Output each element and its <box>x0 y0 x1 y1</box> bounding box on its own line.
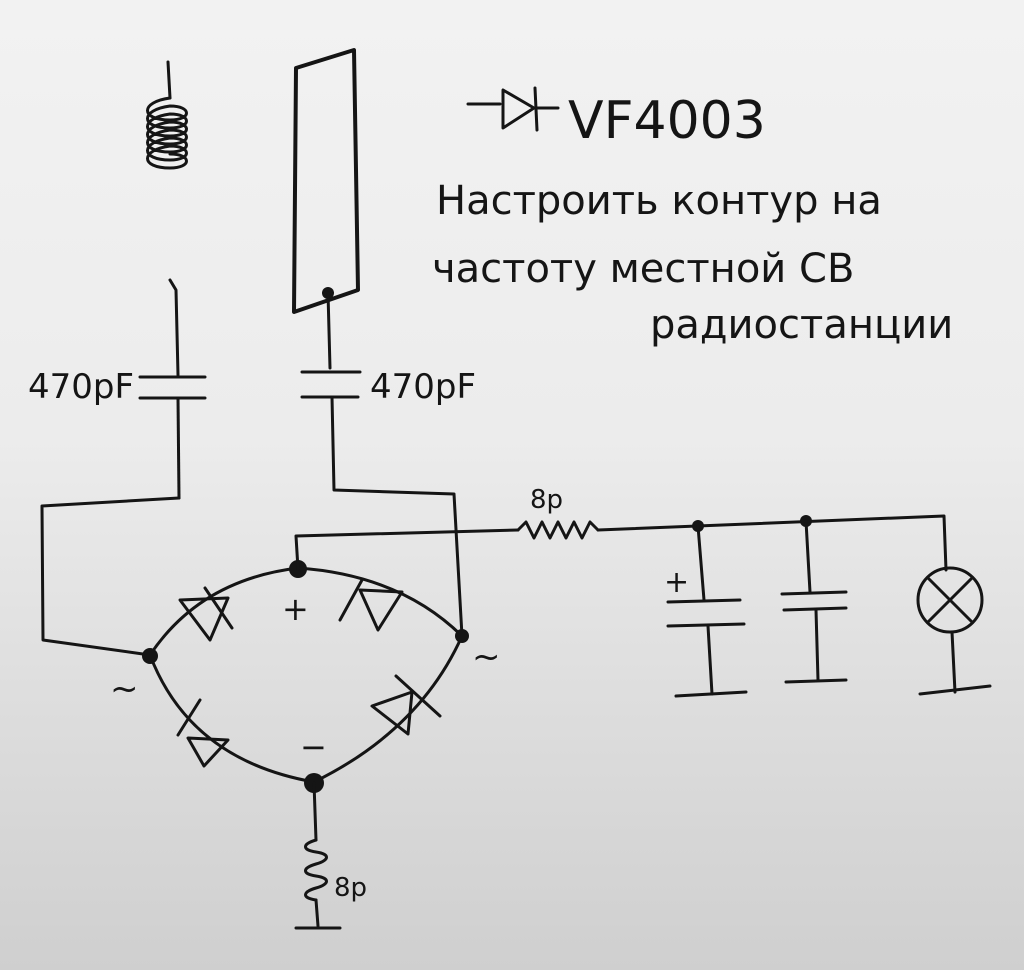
resistor-top-label: 8p <box>530 485 563 515</box>
bridge-node-ac-left <box>142 648 158 664</box>
bridge-minus-label: − <box>300 728 327 766</box>
bridge-ac-left-label: ~ <box>110 669 139 709</box>
cap-right-label: 470pF <box>370 367 476 407</box>
diode-symbol-icon <box>466 86 560 132</box>
resistor-bottom-label: 8p <box>334 873 367 903</box>
capacitor-right <box>300 370 464 638</box>
wire-left-loop <box>40 496 181 657</box>
instruction-line-3: радиостанции <box>650 302 953 348</box>
cap-left-label: 470pF <box>28 367 134 407</box>
diode-legend: VF4003 <box>466 86 766 151</box>
antenna-coil <box>146 60 188 377</box>
electrolytic-capacitor <box>666 520 748 698</box>
bridge-ac-right-label: ~ <box>472 637 501 677</box>
diode-bottom-left-icon <box>176 698 230 768</box>
ground-resistor <box>294 781 342 930</box>
diode-bridge <box>142 560 469 793</box>
lamp-icon <box>916 566 992 696</box>
positive-rail <box>294 514 948 572</box>
instruction-line-2: частоту местной СВ <box>432 246 854 292</box>
diode-bottom-right-icon <box>370 674 442 736</box>
diode-type-label: VF4003 <box>568 91 766 151</box>
instruction-line-1: Настроить контур на <box>436 178 882 224</box>
diode-top-right-icon <box>338 578 404 632</box>
filter-capacitor <box>780 515 848 684</box>
rod-antenna <box>292 48 360 370</box>
bridge-node-ac-right <box>455 629 469 643</box>
electrolytic-plus-label: + <box>664 565 689 600</box>
capacitor-left <box>138 375 207 500</box>
bridge-plus-label: + <box>282 590 309 628</box>
diode-top-left-icon <box>178 586 234 642</box>
